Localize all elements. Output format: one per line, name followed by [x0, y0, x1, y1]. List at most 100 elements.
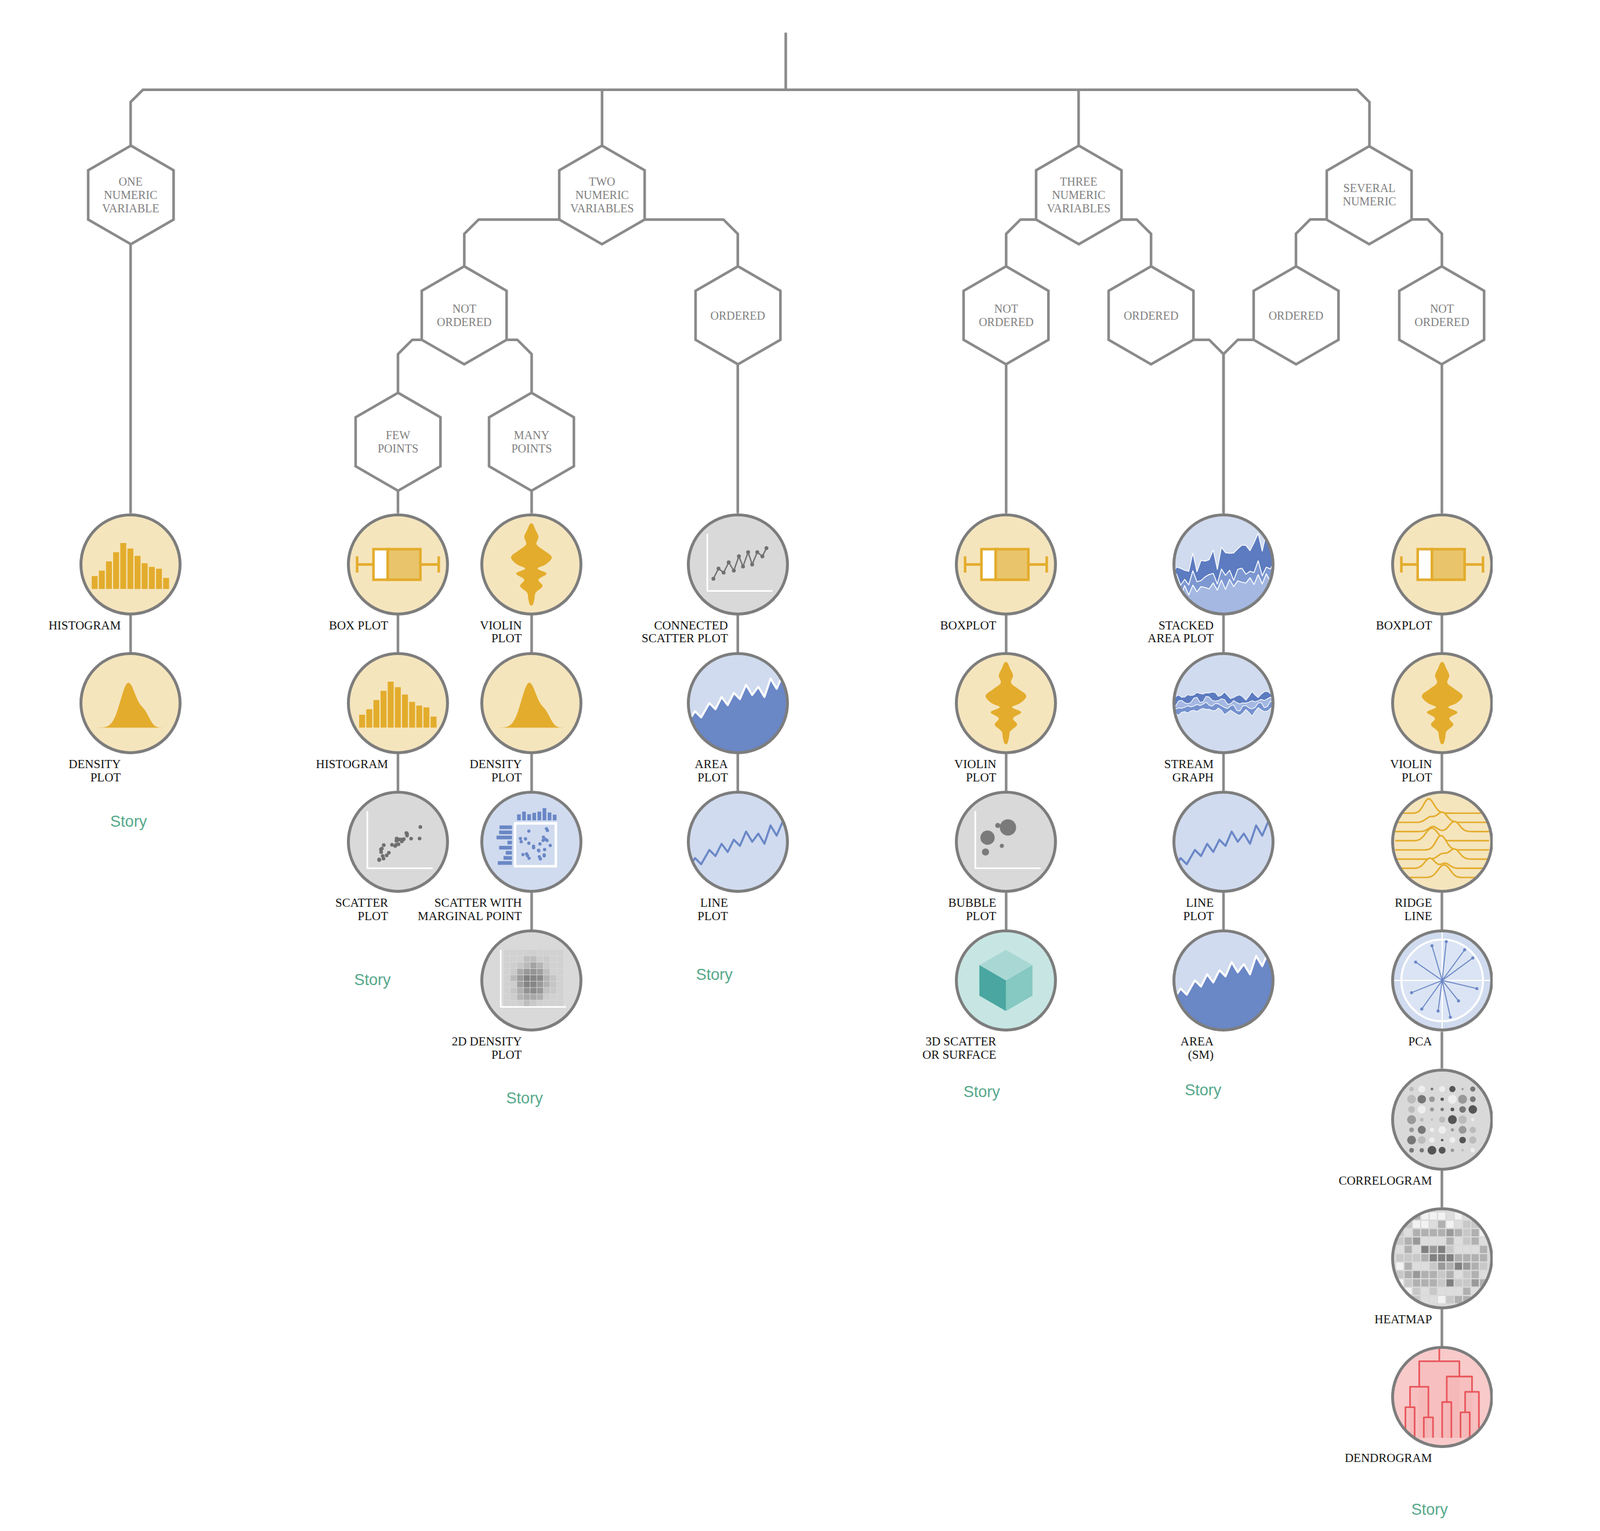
icon-drawing: [496, 808, 557, 867]
icon-cell: [1404, 1237, 1412, 1245]
hexagon-label: NOT ORDERED: [978, 302, 1034, 329]
icon-cell: [556, 1000, 564, 1007]
icon-cell: [1437, 1271, 1445, 1279]
icon-cell: [1463, 1229, 1471, 1237]
icon-shape: [1395, 835, 1490, 852]
icon-dot: [519, 837, 523, 841]
icon-dot: [1000, 844, 1005, 849]
chart-label-group: 3D SCATTER OR SURFACE: [920, 1034, 997, 1062]
icon-box: [981, 548, 997, 580]
icon-dot: [1438, 1146, 1446, 1154]
icon-dot: [1470, 1086, 1476, 1092]
icon-cell: [1395, 1212, 1403, 1220]
icon-shape: [713, 548, 767, 579]
icon-cell: [510, 956, 517, 963]
icon-cell: [1421, 1279, 1429, 1287]
hexagon-label: FEW POINTS: [377, 428, 419, 456]
chart-label-group: STREAM GRAPH: [1162, 757, 1214, 784]
chart-circle: 2D DENSITY PLOT: [480, 929, 583, 1032]
icon-ground: [688, 792, 788, 892]
icon-ground: [1392, 1208, 1492, 1308]
chart-label: HEATMAP: [1374, 1312, 1432, 1327]
icon-clip: [1421, 661, 1462, 745]
icon-bar: [387, 681, 394, 728]
icon-dot: [1419, 1148, 1424, 1153]
icon-cell: [556, 950, 564, 957]
icon-cell: [1471, 1279, 1479, 1287]
icon-drawing: [1391, 929, 1494, 1032]
icon-cell: [1437, 1229, 1445, 1237]
connector-line: [1222, 754, 1226, 791]
circle-outline: [482, 792, 582, 892]
icon-shape: [1421, 980, 1442, 1009]
hexagon-text-group: ORDERED: [710, 308, 766, 322]
icon-dot: [1459, 1136, 1466, 1143]
icon-drawing: [1401, 548, 1483, 580]
icon-shape: [985, 661, 1027, 745]
chart-icon: [954, 929, 1057, 1032]
icon-drawing: [1172, 951, 1275, 1032]
icon-cell: [1395, 1245, 1403, 1253]
icon-ground: [482, 931, 582, 1031]
icon-cell: [504, 1000, 511, 1007]
icon-ground: [1392, 514, 1492, 614]
connector-line: [530, 892, 534, 930]
icon-cell: [1463, 1220, 1471, 1228]
icon-box: [387, 548, 421, 580]
hexagon-text-group: ORDERED: [1123, 308, 1179, 322]
icon-dot: [1450, 1107, 1454, 1111]
icon-drawing: [707, 533, 773, 592]
icon-cell: [550, 994, 557, 1001]
chart-icon: [79, 513, 182, 616]
chart-label: AREA (SM): [1178, 1034, 1214, 1062]
icon-cell: [1463, 1237, 1471, 1245]
icon-cell: [1446, 1212, 1454, 1220]
icon-cell: [504, 994, 511, 1001]
icon-bar: [416, 705, 423, 728]
icon-cell: [537, 956, 544, 963]
hexagon-shape: [88, 145, 174, 245]
icon-dot: [1000, 819, 1017, 836]
chart-circle: DENSITY PLOT: [79, 652, 182, 755]
chart-label-group: AREA (SM): [1178, 1034, 1214, 1062]
icon-dot: [1419, 1117, 1424, 1121]
icon-shape: [1172, 951, 1275, 1001]
icon-shape: [1441, 958, 1473, 982]
icon-dot: [531, 844, 536, 849]
icon-cell: [530, 956, 538, 963]
icon-box: [1431, 548, 1465, 580]
icon-shape: [1431, 946, 1443, 982]
icon-cell: [1463, 1279, 1471, 1287]
icon-cell: [1446, 1229, 1454, 1237]
icon-cell: [537, 981, 544, 988]
chart-label-group: CONNECTED SCATTER PLOT: [639, 618, 729, 646]
icon-dot: [1468, 1105, 1478, 1114]
connector-line: [1440, 1170, 1444, 1208]
chart-label-group: HEATMAP: [1374, 1312, 1432, 1327]
icon-cell: [1421, 1237, 1429, 1245]
icon-dot: [523, 837, 528, 841]
icon-dot: [538, 842, 542, 846]
icon-ground: [348, 653, 448, 754]
icon-shape: [686, 674, 789, 755]
chart-label: BUBBLE PLOT: [946, 896, 997, 923]
icon-clip: [975, 811, 1042, 869]
chart-icon: [346, 790, 450, 893]
icon-ground: [482, 653, 582, 754]
icon-clip: [1395, 798, 1490, 879]
chart-label: RIDGE LINE: [1392, 896, 1432, 923]
circle-outline: [688, 514, 788, 614]
icon-shape: [1446, 1376, 1472, 1403]
icon-bar: [127, 548, 134, 589]
icon-cell: [1429, 1287, 1437, 1295]
chart-label-group: DENSITY PLOT: [66, 757, 121, 784]
icon-cell: [1429, 1254, 1437, 1262]
icon-cell: [530, 968, 538, 975]
icon-cell: [1454, 1262, 1462, 1270]
icon-clip: [496, 808, 557, 867]
chart-label: DENSITY PLOT: [66, 757, 121, 784]
icon-cell: [544, 1000, 551, 1007]
icon-shape: [437, 556, 440, 573]
chart-icon: [480, 790, 583, 893]
decision-hexagon: TWO NUMERIC VARIABLES: [559, 145, 645, 245]
